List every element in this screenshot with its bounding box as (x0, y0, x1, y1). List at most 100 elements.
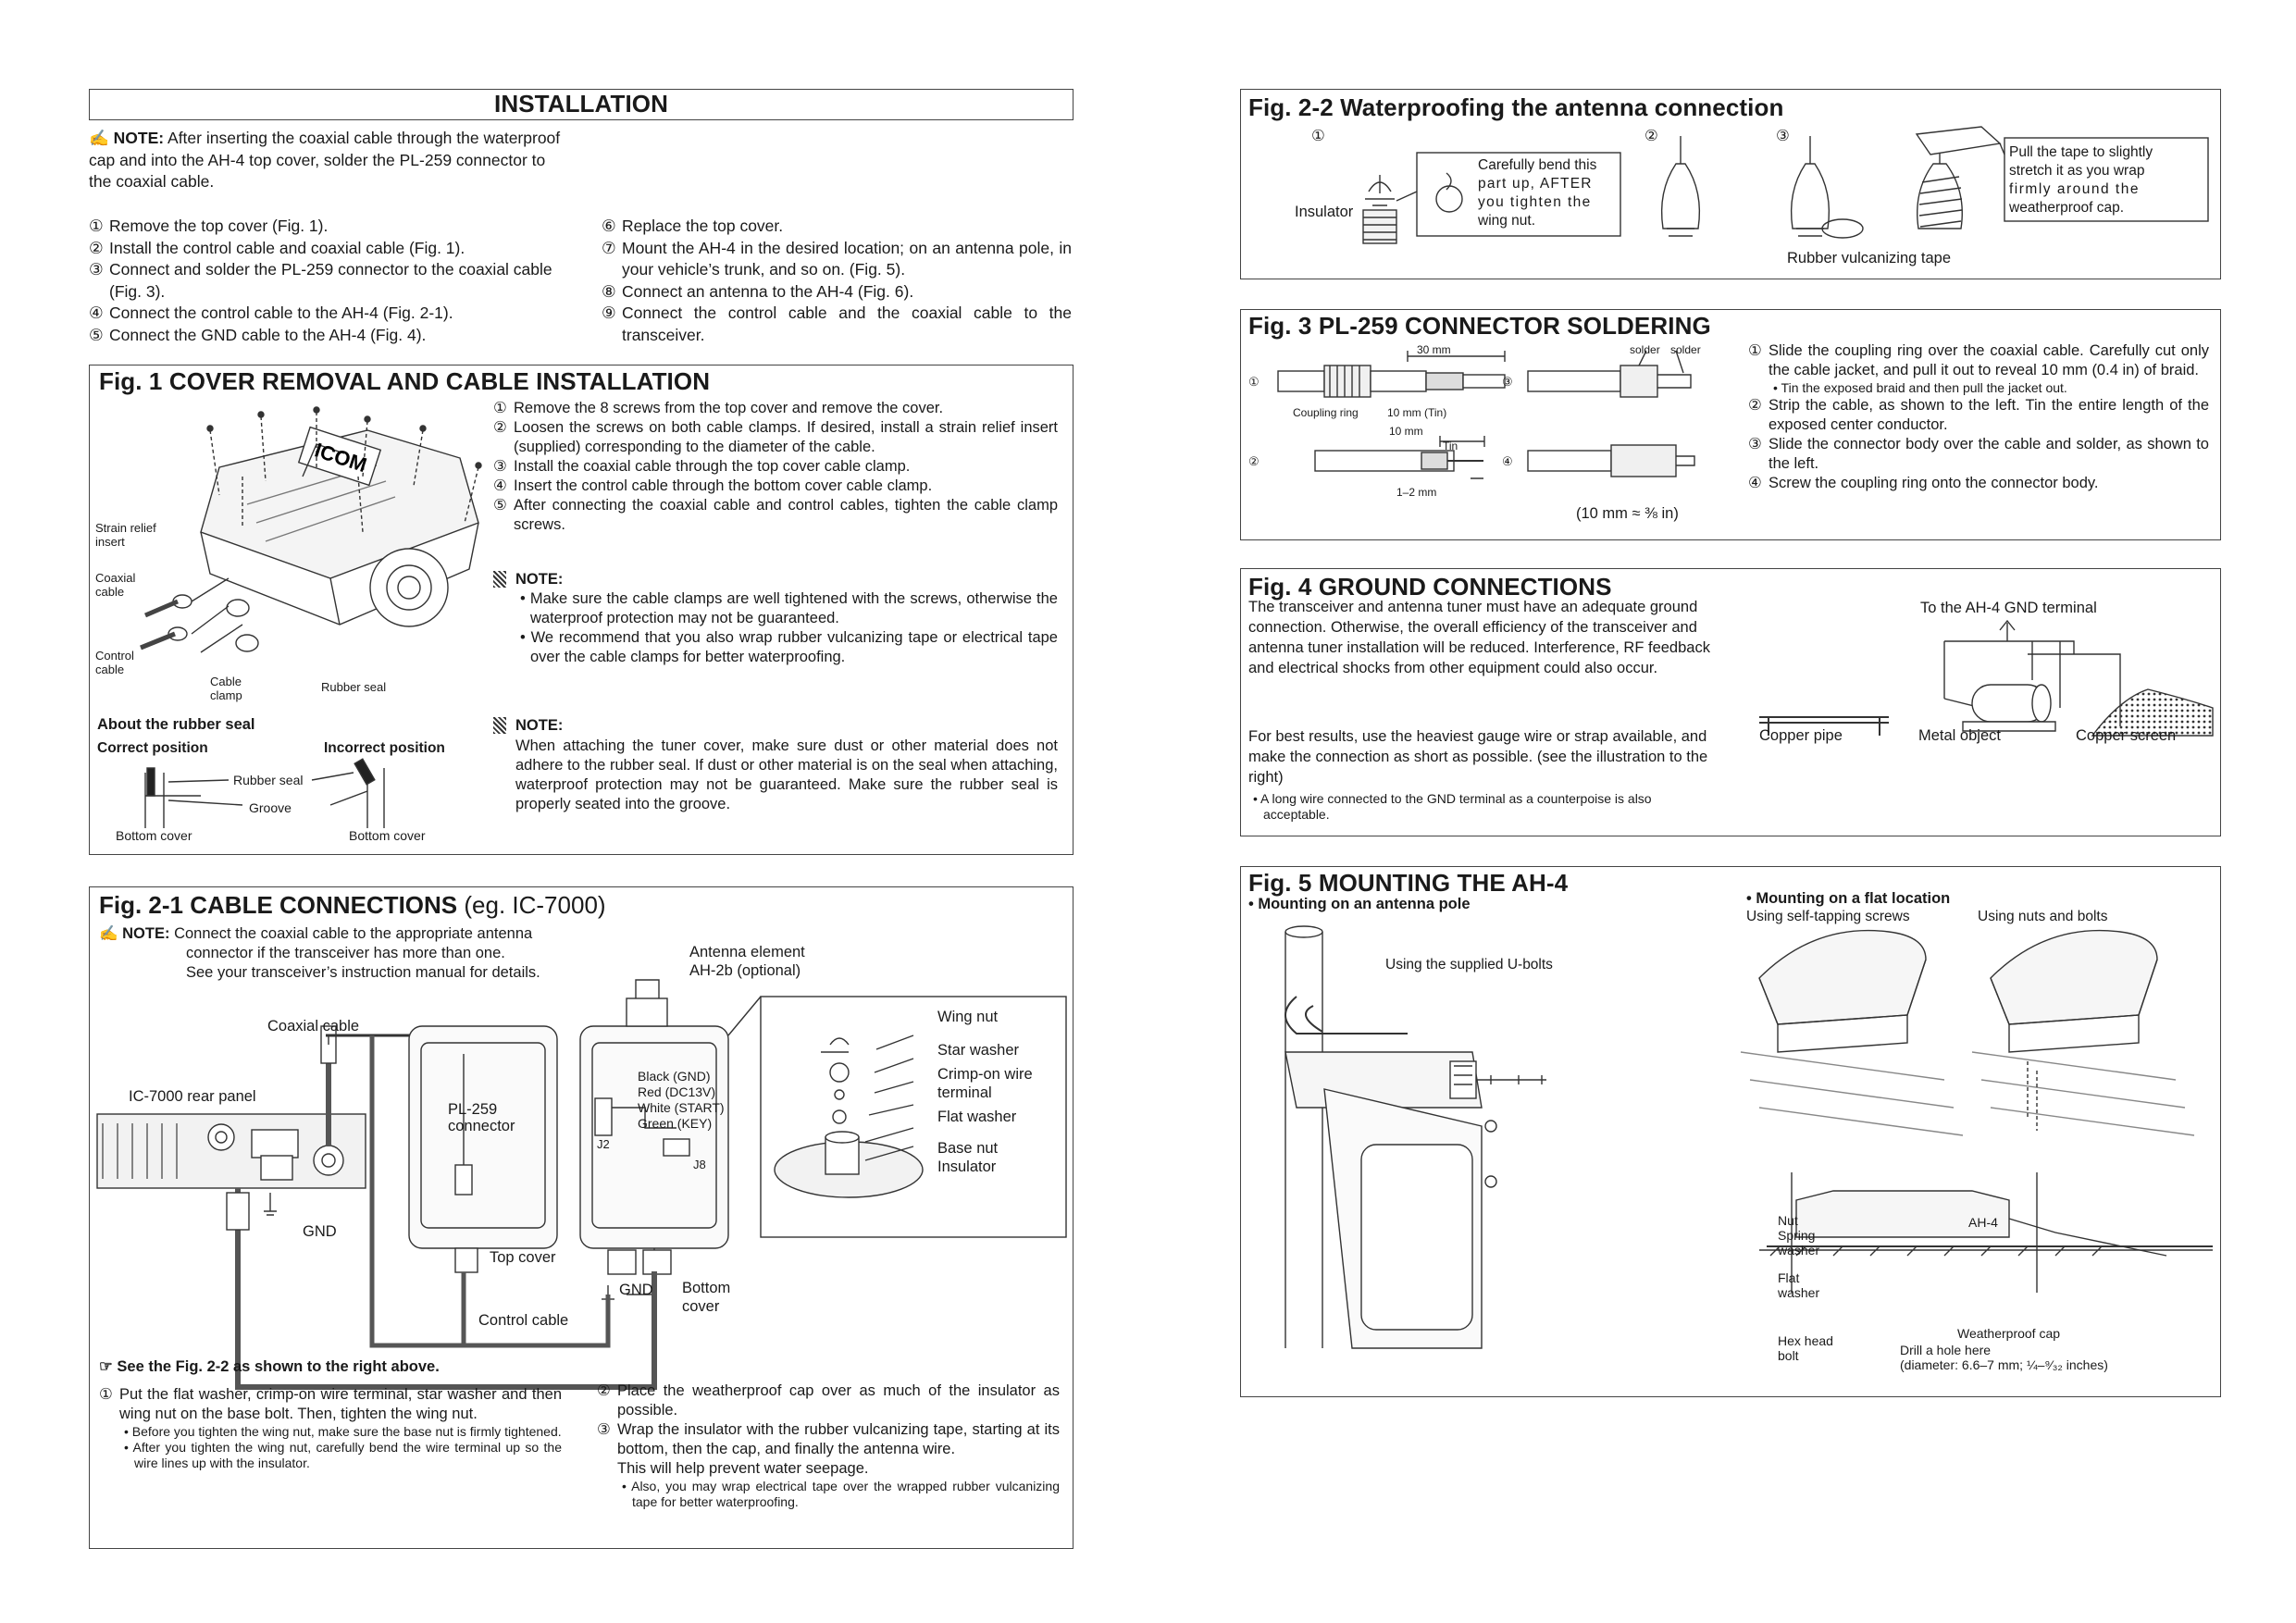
coaxial-cable-label: Coaxial cable (267, 1018, 360, 1035)
fig4-p2: For best results, use the heaviest gauge… (1248, 728, 1708, 786)
pencil-icon: ✍ (89, 129, 114, 147)
flat-washer-label-2: washer (1778, 1285, 1820, 1300)
fig3-n4: ④ (1502, 454, 1513, 468)
fig5-box: Fig. 5 MOUNTING THE AH-4 • Mounting on a… (1240, 866, 2221, 1397)
list-item: • Make sure the cable clamps are well ti… (520, 590, 1058, 626)
coaxial-cable-label: Coaxial cable (95, 571, 136, 599)
installation-title-box: INSTALLATION (89, 89, 1074, 120)
fig3-n3: ③ (1502, 375, 1513, 389)
flat-washer-label: Flat (1778, 1270, 1800, 1285)
fig21-see-note: ☞ See the Fig. 2-2 as shown to the right… (99, 1358, 440, 1375)
fig4-ground-diagram (1759, 619, 2214, 737)
control-cable-label: Control cable (95, 649, 134, 676)
installation-title: INSTALLATION (494, 90, 668, 118)
fig1-title: Fig. 1 COVER REMOVAL AND CABLE INSTALLAT… (99, 367, 711, 395)
seal-incorrect: Incorrect position (324, 740, 445, 756)
hex-bolt-label-2: bolt (1778, 1348, 1799, 1363)
fig5-pole-label: • Mounting on an antenna pole (1248, 896, 1471, 912)
fig1-tuner-illustration: ICOM (140, 406, 482, 653)
wire-white-label: White (START) (638, 1100, 725, 1115)
gnd-label-2: GND (619, 1282, 653, 1298)
fig22-tape-label: Rubber vulcanizing tape (1787, 250, 1952, 266)
fig22-step-2: ② (1644, 128, 1658, 144)
base-nut-label: Base nut (937, 1140, 999, 1157)
conversion-label: (10 mm ≈ ⅜ in) (1576, 505, 1679, 522)
spring-washer-label: Spring (1778, 1228, 1816, 1243)
flat-washer-label: Flat washer (937, 1109, 1017, 1125)
strain-relief-label: Strain relief insert (95, 521, 156, 549)
gnd-label: GND (303, 1223, 337, 1240)
mm30-label: 30 mm (1417, 343, 1451, 356)
fig21-note: ✍ NOTE: Connect the coaxial cable to the… (99, 925, 540, 981)
j8-label: J8 (693, 1158, 706, 1171)
seal-bottom-cover-left: Bottom cover (116, 828, 192, 843)
top-cover-label: Top cover (490, 1249, 556, 1266)
wire-green-label: Green (KEY) (638, 1116, 713, 1131)
fig4-title: Fig. 4 GROUND CONNECTIONS (1248, 573, 1612, 601)
tin10-label: 10 mm (Tin) (1387, 406, 1447, 419)
antenna-element-label: Antenna element (689, 944, 805, 960)
cable-clamp-label: Cable clamp (210, 675, 242, 702)
fig1-note2: When attaching the tuner cover, make sur… (515, 737, 1058, 812)
hex-bolt-label: Hex head (1778, 1333, 1833, 1348)
note-hatch-icon (493, 571, 506, 588)
seal-groove-label: Groove (249, 800, 292, 815)
pencil-icon: ✍ (99, 925, 123, 942)
pl259-label: PL-259 (448, 1101, 498, 1118)
drill-diameter-label: (diameter: 6.6–7 mm; ¼–⁹⁄₃₂ inches) (1900, 1357, 2108, 1372)
star-washer-label: Star washer (937, 1042, 1020, 1059)
list-item: • Also, you may wrap electrical tape ove… (622, 1479, 1060, 1509)
pointing-hand-icon: ☞ (99, 1358, 118, 1375)
fig5-ubolts-label: Using the supplied U-bolts (1385, 957, 1553, 973)
fig5-flat-label: • Mounting on a flat location (1746, 890, 1951, 907)
fig22-bend-callout: Carefully bend this part up, AFTER you t… (1478, 157, 1597, 229)
fig21-title: Fig. 2-1 CABLE CONNECTIONS (eg. IC-7000) (99, 891, 606, 919)
fig1-note1-label: NOTE: (515, 571, 564, 588)
solder-label-1: solder (1630, 343, 1660, 356)
solder-label-2: solder (1670, 343, 1701, 356)
seal-title: About the rubber seal (97, 716, 255, 733)
list-item: • A long wire connected to the GND termi… (1253, 791, 1652, 822)
bottom-cover-label-2: cover (682, 1298, 720, 1315)
fig4-bullet: • A long wire connected to the GND termi… (1248, 791, 1715, 823)
fig5-selftap-label: Using self-tapping screws (1746, 909, 1910, 924)
fig22-step-3: ③ (1776, 128, 1790, 144)
nut-label: Nut (1778, 1213, 1798, 1228)
fig21-wiring-diagram (96, 979, 1067, 1390)
mm10-label: 10 mm (1389, 425, 1423, 438)
tin-label: Tin (1443, 440, 1458, 452)
fig3-box: Fig. 3 PL-259 CONNECTOR SOLDERING ① ③ ② … (1240, 309, 2221, 540)
fig3-connector-diagram (1277, 350, 1695, 479)
bottom-cover-label: Bottom (682, 1280, 731, 1296)
crimp-terminal-label: Crimp-on wire (937, 1066, 1033, 1083)
control-cable-label: Control cable (478, 1312, 569, 1329)
weatherproof-cap-label: Weatherproof cap (1957, 1326, 2061, 1341)
wire-red-label: Red (DC13V) (638, 1084, 716, 1099)
drill-hole-label: Drill a hole here (1900, 1343, 1992, 1357)
copper-screen-label: Copper screen (2076, 727, 2177, 744)
installation-note: ✍ NOTE: After inserting the coaxial cabl… (89, 129, 561, 191)
fig4-box: Fig. 4 GROUND CONNECTIONS The transceive… (1240, 568, 2221, 836)
